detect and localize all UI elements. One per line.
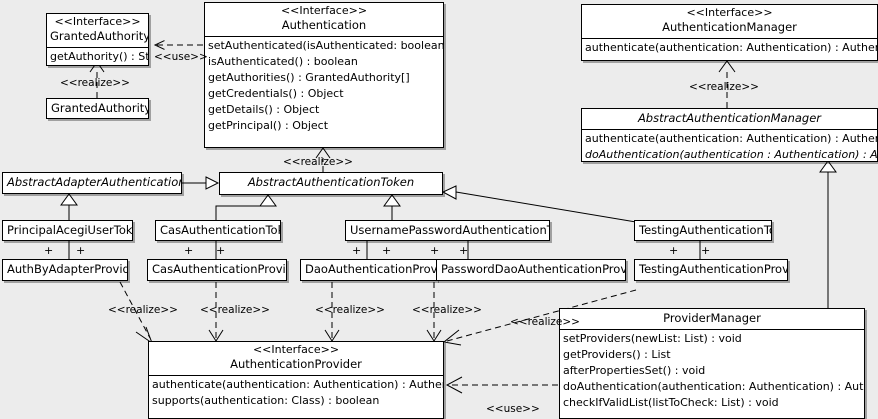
method-set-providers: setProviders(newList: List) : void <box>563 331 742 345</box>
class-dao-authentication-provider[interactable]: DaoAuthenticationProvider <box>300 259 437 281</box>
method-get-credentials: getCredentials() : Object <box>208 86 344 100</box>
class-abstract-authentication-manager[interactable]: AbstractAuthenticationManager authentica… <box>581 108 878 162</box>
class-granted-authority-impl[interactable]: GrantedAuthorityImpl <box>46 98 149 119</box>
edge-label-realize-daoauthenticationprovider: <<realize>> <box>315 304 385 316</box>
class-username-password-authentication-token[interactable]: UsernamePasswordAuthenticationToken <box>345 220 550 241</box>
assoc-plus-principalacegiusertoken-right: + <box>76 244 86 257</box>
edge-abstractadaptertoken-to-abstracttoken <box>182 176 220 190</box>
class-name: AuthenticationProvider <box>230 356 362 371</box>
edge-label-realize-passworddaoprovider: <<realize>> <box>412 304 482 316</box>
method-get-details: getDetails() : Object <box>208 102 320 116</box>
class-password-dao-authentication-provider[interactable]: PasswordDaoAuthenticationProvider <box>436 259 626 281</box>
method-get-authorities: getAuthorities() : GrantedAuthority[] <box>208 70 410 84</box>
stereotype-interface: <<Interface>> <box>54 15 141 28</box>
edge-testingauthenticationtoken-extends-abstracttoken <box>441 185 637 223</box>
class-authentication-provider[interactable]: <<Interface>> AuthenticationProvider aut… <box>148 341 444 419</box>
class-principal-acegi-user-token[interactable]: PrincipalAcegiUserToken <box>2 220 133 241</box>
assoc-plus-usernamepasswordtoken-dao-left: + <box>352 244 362 257</box>
class-name: TestingAuthenticationToken <box>639 223 771 237</box>
method-get-authority: getAuthority() : String <box>50 49 148 63</box>
assoc-plus-testingauthenticationtoken-right: + <box>701 244 711 257</box>
class-name: AbstractAuthenticationManager <box>637 111 822 125</box>
assoc-plus-casauthenticationtoken-left: + <box>184 244 194 257</box>
method-do-authentication: doAuthentication(authentication: Authent… <box>563 379 864 393</box>
edge-label-realize-casauthenticationprovider: <<realize>> <box>200 304 270 316</box>
class-name: AuthenticationManager <box>662 19 797 34</box>
edge-label-use-providermanager: <<use>> <box>486 403 540 415</box>
method-check-if-valid-list: checkIfValidList(listToCheck: List) : vo… <box>563 395 779 409</box>
stereotype-interface: <<Interface>> <box>686 6 773 19</box>
class-name: AuthByAdapterProvider <box>7 262 127 276</box>
edge-label-realize-abstractauthenticationmanager: <<realize>> <box>689 81 759 93</box>
class-name: CasAuthenticationToken <box>160 223 280 237</box>
assoc-plus-principalacegiusertoken-left: + <box>44 244 54 257</box>
class-provider-manager[interactable]: ProviderManager setProviders(newList: Li… <box>559 308 865 419</box>
assoc-plus-testingauthenticationtoken-left: + <box>669 244 679 257</box>
edge-label-realize-grantedauthorityimpl: <<realize>> <box>60 77 130 89</box>
edge-label-use-grantedauthority: <<use>> <box>154 51 208 63</box>
method-is-authenticated: isAuthenticated() : boolean <box>208 54 358 68</box>
class-name: CasAuthenticationProvider <box>152 262 286 276</box>
assoc-plus-usernamepasswordtoken-dao-right: + <box>382 244 392 257</box>
method-get-principal: getPrincipal() : Object <box>208 118 329 132</box>
class-name: AbstractAdapterAuthenticationToken <box>7 175 181 189</box>
method-supports: supports(authentication: Class) : boolea… <box>152 393 380 407</box>
method-set-authenticated: setAuthenticated(isAuthenticated: boolea… <box>208 38 443 52</box>
edge-label-realize-authbyadapterprovider: <<realize>> <box>108 304 178 316</box>
class-authentication-manager[interactable]: <<Interface>> AuthenticationManager auth… <box>581 4 878 61</box>
method-authenticate: authenticate(authentication: Authenticat… <box>152 377 443 391</box>
class-name: TestingAuthenticationProvider <box>639 262 788 276</box>
assoc-plus-usernamepasswordtoken-pwddao-right: + <box>459 244 469 257</box>
edge-casauthenticationtoken-extends-abstracttoken <box>215 194 277 220</box>
assoc-plus-usernamepasswordtoken-pwddao-left: + <box>430 244 440 257</box>
method-after-properties-set: afterPropertiesSet() : void <box>563 363 706 377</box>
stereotype-interface: <<Interface>> <box>280 4 368 17</box>
class-auth-by-adapter-provider[interactable]: AuthByAdapterProvider <box>2 259 128 281</box>
class-granted-authority[interactable]: <<Interface>> GrantedAuthority getAuthor… <box>46 13 149 66</box>
stereotype-interface: <<Interface>> <box>252 343 340 356</box>
method-get-providers: getProviders() : List <box>563 347 671 361</box>
class-abstract-adapter-authentication-token[interactable]: AbstractAdapterAuthenticationToken <box>2 172 182 194</box>
edge-usernamepasswordtoken-extends-abstracttoken <box>383 194 401 220</box>
class-testing-authentication-token[interactable]: TestingAuthenticationToken <box>634 220 772 241</box>
class-name: GrantedAuthority <box>50 28 149 43</box>
class-name: PasswordDaoAuthenticationProvider <box>441 262 625 276</box>
class-authentication[interactable]: <<Interface>> Authentication setAuthenti… <box>204 2 444 148</box>
class-name: PrincipalAcegiUserToken <box>7 223 133 237</box>
class-name: GrantedAuthorityImpl <box>51 101 148 115</box>
class-abstract-authentication-token[interactable]: AbstractAuthenticationToken <box>219 172 443 195</box>
edge-principalacegiusertoken-extends-abstractadaptertoken <box>60 193 78 220</box>
method-do-authentication: doAuthentication(authentication : Authen… <box>585 147 877 161</box>
class-testing-authentication-provider[interactable]: TestingAuthenticationProvider <box>634 259 788 281</box>
class-name: Authentication <box>281 17 367 32</box>
method-authenticate: authenticate(authentication: Authenticat… <box>585 131 877 145</box>
class-name: DaoAuthenticationProvider <box>305 262 437 276</box>
class-cas-authentication-token[interactable]: CasAuthenticationToken <box>155 220 281 241</box>
class-name: ProviderManager <box>663 311 761 325</box>
method-authenticate: authenticate(authentication: Authenticat… <box>585 40 877 54</box>
class-cas-authentication-provider[interactable]: CasAuthenticationProvider <box>147 259 287 281</box>
edge-label-realize-abstractauthenticationtoken: <<realize>> <box>283 156 353 168</box>
edge-label-realize-testingauthenticationprovider: <<realize>> <box>510 316 580 328</box>
assoc-plus-casauthenticationtoken-right: + <box>216 244 226 257</box>
edge-providermanager-extends-abstractauthenticationmanager <box>819 160 837 308</box>
class-name: UsernamePasswordAuthenticationToken <box>350 223 549 237</box>
class-name: AbstractAuthenticationToken <box>247 175 415 189</box>
